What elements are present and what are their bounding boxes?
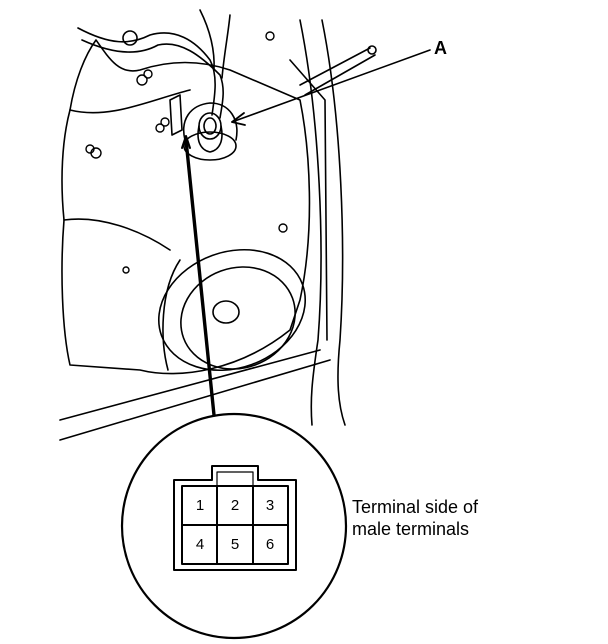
callout-a-leader: [231, 49, 431, 123]
callout-a-label: A: [434, 38, 447, 58]
pin-3: 3: [266, 497, 274, 514]
terminal-side-note: Terminal side of male terminals: [352, 496, 478, 540]
connector-a: [197, 112, 223, 153]
detail-leader: [184, 138, 216, 417]
pin-6: 6: [266, 536, 274, 553]
wire-harness: [77, 27, 216, 116]
connector-face: [173, 465, 297, 571]
speaker: [157, 248, 307, 372]
connector-boss: [183, 131, 237, 161]
note-line-1: Terminal side of: [352, 497, 479, 517]
pin-2: 2: [231, 497, 239, 514]
detail-circle: [120, 412, 348, 640]
mounting-holes: [85, 31, 288, 274]
pin-4: 4: [196, 536, 204, 553]
door-trim-upper: [69, 89, 191, 114]
door-panel-outline: [61, 39, 311, 375]
pin-5: 5: [231, 536, 239, 553]
lock-rod: [299, 47, 371, 86]
door-frame-rail: [299, 19, 322, 426]
pin-1: 1: [196, 497, 204, 514]
note-line-2: male terminals: [352, 519, 470, 539]
